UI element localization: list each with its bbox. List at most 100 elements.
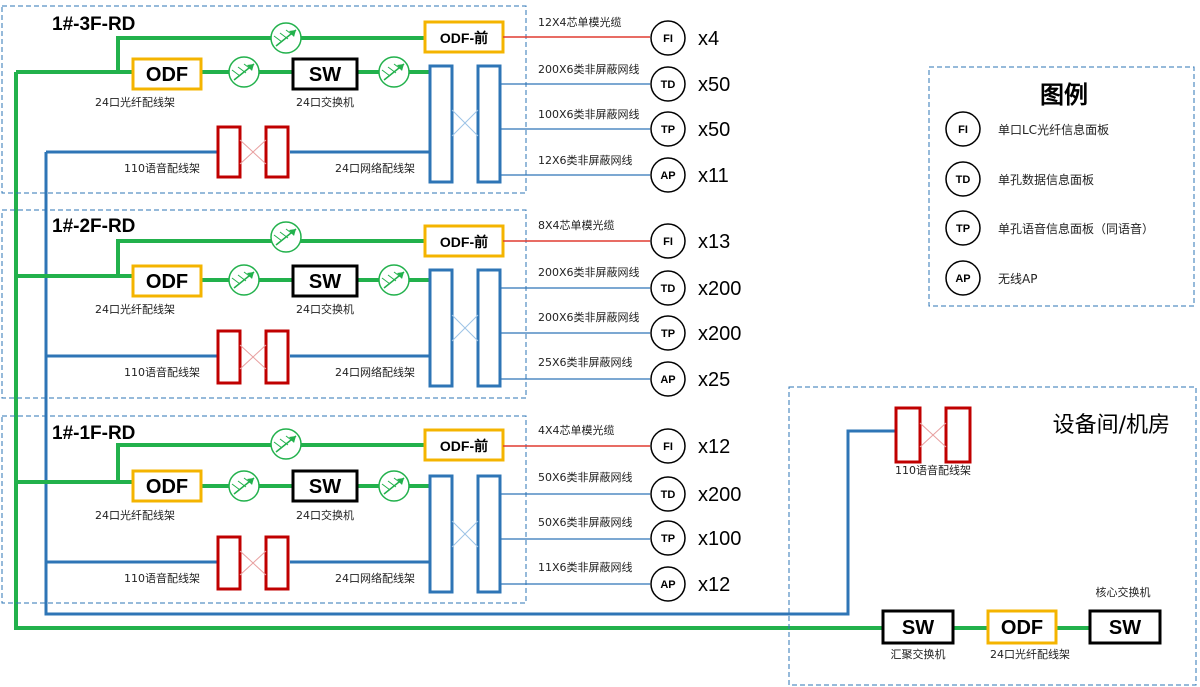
outlet-count: x12 <box>698 436 730 458</box>
outlet-ap-circle <box>650 361 686 397</box>
aggregation-switch-box <box>881 609 955 645</box>
fiber-attenuator-icon <box>270 221 302 253</box>
aggregation-switch-caption: 汇聚交换机 <box>891 647 946 661</box>
floor-title: 1#-3F-RD <box>52 14 135 35</box>
switch-box <box>291 264 359 298</box>
outlet-type: TP <box>661 328 675 340</box>
outlet-tp-circle <box>650 315 686 351</box>
fiber-attenuator-icon <box>378 264 410 296</box>
core-switch-label: SW <box>1109 617 1141 639</box>
odf-label: ODF <box>146 476 188 498</box>
odf-box <box>131 57 203 91</box>
floor-2f: 1#-2F-RD ODF 24口光纤配线架 SW 2 <box>1 209 741 399</box>
switch-box <box>291 469 359 503</box>
odf-box <box>131 264 203 298</box>
voice-rack-right <box>264 329 290 385</box>
floor-zone <box>1 209 527 399</box>
outlet-count: x50 <box>698 74 730 96</box>
outlet-cable-label: 100X6类非屏蔽网线 <box>538 107 640 121</box>
outlet-type: TP <box>661 124 675 136</box>
outlet-count: x12 <box>698 574 730 596</box>
outlet-count: x100 <box>698 528 741 550</box>
room-voice-caption: 110语音配线架 <box>895 463 971 477</box>
patch-panel-right <box>476 64 502 184</box>
outlet-fi-circle <box>650 20 686 56</box>
outlet-cable-label: 4X4芯单模光缆 <box>538 423 615 437</box>
voice-rack-right <box>264 125 290 179</box>
fiber-attenuator-icon <box>378 470 410 502</box>
fiber-attenuator-icon <box>270 22 302 54</box>
outlet-cable-label: 200X6类非屏蔽网线 <box>538 62 640 76</box>
legend-symbol: TD <box>956 174 971 186</box>
core-switch-caption: 核心交换机 <box>1096 585 1151 599</box>
floor-title: 1#-1F-RD <box>52 423 135 444</box>
outlet-ap-circle <box>650 566 686 602</box>
legend-symbol: FI <box>958 124 968 136</box>
outlet-td-circle <box>650 476 686 512</box>
patch-panel-caption: 24口网络配线架 <box>335 161 415 175</box>
voice-rack-caption: 110语音配线架 <box>124 365 200 379</box>
legend-tp-icon <box>945 210 981 246</box>
switch-box <box>291 57 359 91</box>
outlet-tp-circle <box>650 111 686 147</box>
fiber-attenuator-icon <box>228 56 260 88</box>
switch-label: SW <box>309 271 341 293</box>
legend-fi-icon <box>945 111 981 147</box>
legend-td-icon <box>945 161 981 197</box>
outlet-cable-label: 200X6类非屏蔽网线 <box>538 265 640 279</box>
fiber-attenuator-icon <box>228 470 260 502</box>
odf-front-label: ODF-前 <box>440 234 488 250</box>
switch-caption: 24口交换机 <box>296 508 354 522</box>
room-voice-rack-left <box>894 406 922 464</box>
room-odf-caption: 24口光纤配线架 <box>990 647 1070 661</box>
odf-box <box>131 469 203 503</box>
outlet-cable-label: 12X6类非屏蔽网线 <box>538 153 633 167</box>
fiber-attenuator-icon <box>378 56 410 88</box>
switch-label: SW <box>309 476 341 498</box>
patch-panel-right <box>476 474 502 594</box>
aggregation-switch-label: SW <box>902 617 934 639</box>
patch-panel-right <box>476 268 502 388</box>
outlet-type: AP <box>660 170 675 182</box>
floor-zone <box>1 5 527 194</box>
outlet-count: x50 <box>698 119 730 141</box>
patch-panel-caption: 24口网络配线架 <box>335 365 415 379</box>
floor-zone <box>1 415 527 604</box>
patch-panel-left <box>428 64 454 184</box>
room-voice-rack-right <box>944 406 972 464</box>
outlet-count: x25 <box>698 369 730 391</box>
outlet-count: x13 <box>698 231 730 253</box>
odf-caption: 24口光纤配线架 <box>95 508 175 522</box>
outlet-ap-circle <box>650 157 686 193</box>
switch-label: SW <box>309 64 341 86</box>
outlet-type: FI <box>663 441 673 453</box>
outlet-count: x200 <box>698 323 741 345</box>
odf-caption: 24口光纤配线架 <box>95 302 175 316</box>
switch-caption: 24口交换机 <box>296 302 354 316</box>
floor-title: 1#-2F-RD <box>52 216 135 237</box>
core-switch-box <box>1088 609 1162 645</box>
legend-title: 图例 <box>1040 81 1088 109</box>
outlet-type: AP <box>660 579 675 591</box>
legend-item-text: 单口LC光纤信息面板 <box>998 122 1109 137</box>
switch-caption: 24口交换机 <box>296 95 354 109</box>
equipment-room-title: 设备间/机房 <box>1053 413 1170 438</box>
voice-rack-left <box>216 125 242 179</box>
odf-front-box <box>423 428 505 462</box>
voice-rack-caption: 110语音配线架 <box>124 571 200 585</box>
voice-rack-left <box>216 329 242 385</box>
outlet-cable-label: 12X4芯单模光缆 <box>538 15 622 29</box>
outlet-type: TD <box>661 283 676 295</box>
voice-rack-left <box>216 535 242 591</box>
patch-panel-left <box>428 268 454 388</box>
legend-frame <box>928 66 1195 307</box>
odf-label: ODF <box>146 64 188 86</box>
outlet-cable-label: 8X4芯单模光缆 <box>538 218 615 232</box>
outlet-cable-label: 11X6类非屏蔽网线 <box>538 560 633 574</box>
outlet-count: x200 <box>698 278 741 300</box>
outlet-type: TD <box>661 79 676 91</box>
room-odf-label: ODF <box>1001 617 1043 639</box>
outlet-type: FI <box>663 33 673 45</box>
outlet-td-circle <box>650 270 686 306</box>
outlet-cable-label: 50X6类非屏蔽网线 <box>538 515 633 529</box>
